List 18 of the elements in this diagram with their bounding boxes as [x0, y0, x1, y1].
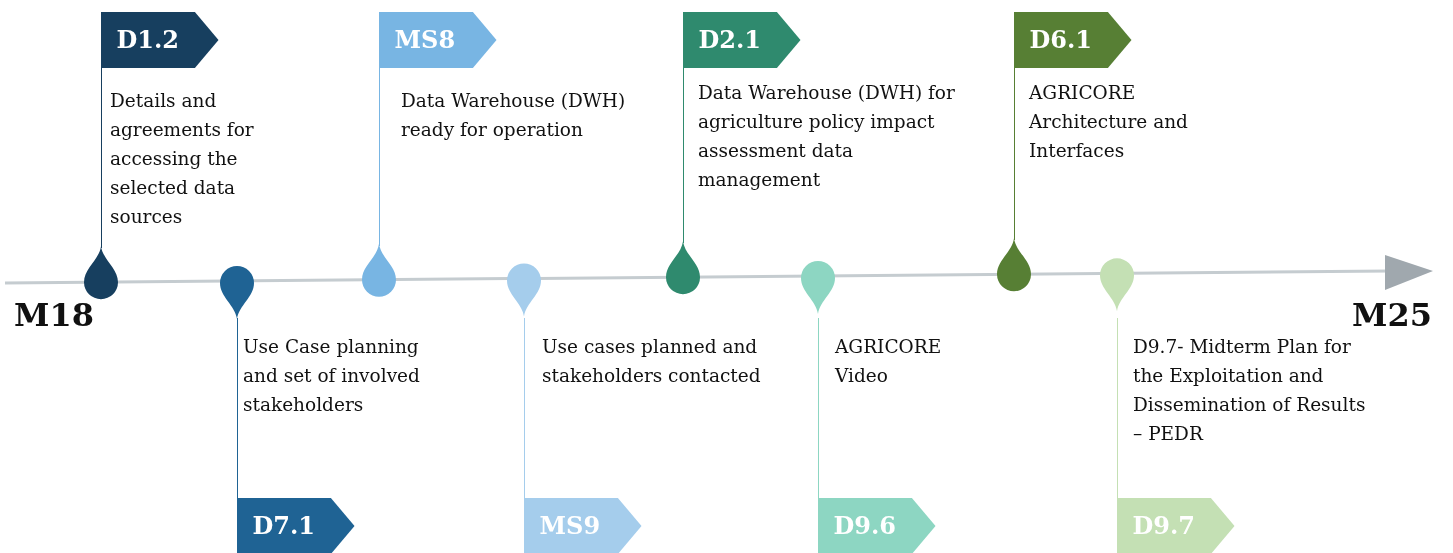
month-label: M25 — [1352, 296, 1432, 334]
milestone-flag: D9.6 — [817, 498, 936, 553]
milestone-flag: D7.1 — [236, 498, 355, 553]
milestone-description: Data Warehouse (DWH) for agriculture policy impact assessment data management — [698, 81, 956, 192]
milestone-flag: D9.7 — [1116, 498, 1235, 553]
milestone-description: Data Warehouse (DWH) ready for operation — [401, 89, 627, 142]
milestone-flag: D1.2 — [100, 12, 219, 68]
milestone-flag: MS8 — [378, 12, 497, 68]
milestone-description: AGRICORE Video — [835, 335, 943, 388]
milestone-description: Use Case planning and set of involved stakeholders — [243, 335, 421, 417]
milestone-flag: D2.1 — [682, 12, 801, 68]
milestone-description: Use cases planned and stakeholders contacted — [542, 335, 762, 388]
month-label: M18 — [14, 296, 94, 334]
milestone-flag: D6.1 — [1013, 12, 1132, 68]
milestone-description: AGRICORE Architecture and Interfaces — [1029, 81, 1189, 163]
milestone-description: D9.7- Midterm Plan for the Exploitation and Dissemination of Results – PEDR — [1133, 335, 1367, 446]
milestone-description: Details and agreements for accessing the selected data sources — [110, 89, 255, 229]
milestone-flag: MS9 — [523, 498, 642, 553]
